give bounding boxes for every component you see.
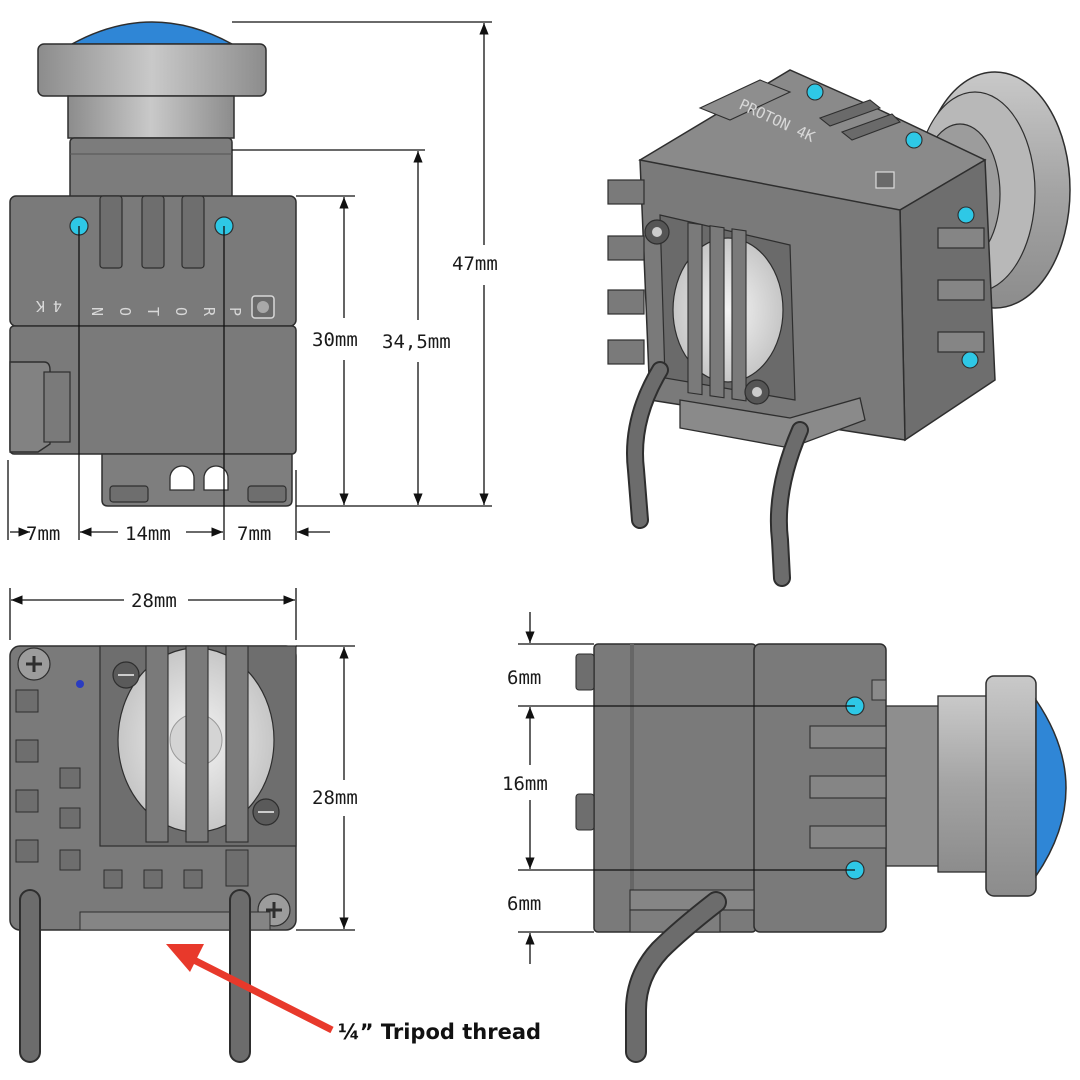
iso-indicator-led bbox=[961, 351, 979, 369]
brand-letter: K bbox=[36, 297, 45, 315]
brand-letter: N bbox=[88, 307, 106, 316]
dim-body-lens-base-height: 34,5mm bbox=[382, 331, 451, 353]
brand-letter: 4 bbox=[53, 297, 62, 315]
dim-center-spacing: 14mm bbox=[125, 523, 171, 545]
brand-letter: O bbox=[116, 307, 134, 316]
side-view: 6mm 16mm 6mm bbox=[502, 612, 1067, 1063]
dim-side-middle: 16mm bbox=[502, 773, 548, 795]
lens-dome bbox=[71, 21, 233, 45]
arrow-icon bbox=[184, 952, 334, 1034]
side-lens-dome bbox=[1035, 697, 1067, 879]
brand-letter: R bbox=[200, 307, 218, 317]
iso-indicator-led bbox=[806, 83, 824, 101]
brand-letter: T bbox=[144, 307, 162, 316]
back-view: 28mm 28mm bbox=[9, 588, 358, 1063]
tripod-mount bbox=[101, 453, 293, 507]
isometric-view: PROTON 4K bbox=[607, 69, 1071, 587]
tripod-thread-label: ¼” Tripod thread bbox=[338, 1020, 542, 1044]
lens-inner-ring bbox=[67, 95, 235, 139]
dim-side-bottom: 6mm bbox=[507, 893, 541, 915]
lens-mount bbox=[69, 137, 233, 201]
iso-indicator-led bbox=[905, 131, 923, 149]
dim-left-offset: 7mm bbox=[26, 523, 60, 545]
dim-back-height: 28mm bbox=[312, 787, 358, 809]
dim-right-offset: 7mm bbox=[237, 523, 271, 545]
front-view: K 4 N O T O R P 7mm 14mm bbox=[7, 21, 498, 545]
dim-cube-height: 30mm bbox=[312, 329, 358, 351]
dim-total-height: 47mm bbox=[452, 253, 498, 275]
side-body-rear bbox=[593, 643, 757, 933]
side-lens-ring bbox=[985, 675, 1037, 897]
dim-back-width: 28mm bbox=[131, 590, 177, 612]
lens-outer-ring bbox=[37, 43, 267, 97]
brand-letter: P bbox=[226, 307, 244, 316]
brand-text: K 4 N O T O R P bbox=[36, 297, 244, 317]
dim-side-top: 6mm bbox=[507, 667, 541, 689]
iso-indicator-led bbox=[957, 206, 975, 224]
brand-letter: O bbox=[172, 307, 190, 316]
